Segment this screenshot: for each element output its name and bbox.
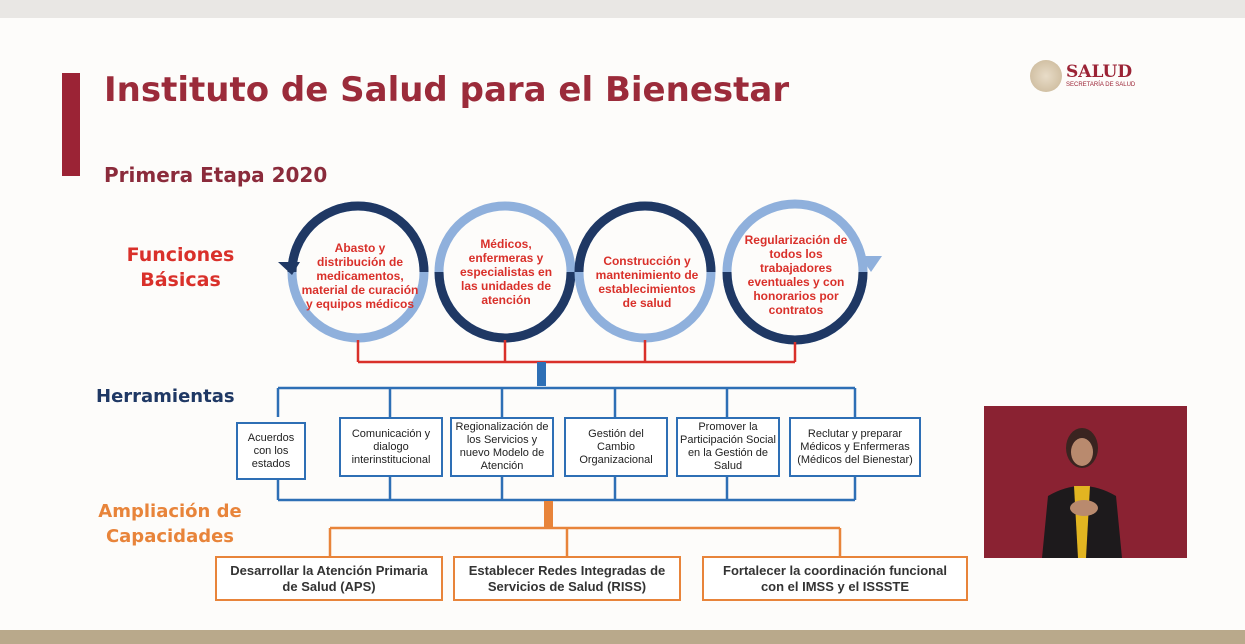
page-title: Instituto de Salud para el Bienestar: [104, 70, 790, 110]
herramienta-participacion: Promover la Participación Social en la G…: [676, 417, 780, 477]
capacidad-riss: Establecer Redes Integradas de Servicios…: [453, 556, 681, 601]
cycle-arc: [722, 271, 868, 345]
page-subtitle: Primera Etapa 2020: [104, 163, 328, 187]
herramienta-comunicacion: Comunicación y dialogo interinstituciona…: [339, 417, 443, 477]
section-label-ampliacion: Ampliación de Capacidades: [98, 501, 242, 547]
section-label-funciones: Funciones Básicas: [126, 244, 235, 291]
capacidad-imss: Fortalecer la coordinación funcional con…: [702, 556, 968, 601]
herramienta-regionalizacion: Regionalización de los Servicios y nuevo…: [450, 417, 554, 477]
bottom-band: [0, 630, 1245, 644]
section-label-herramientas: Herramientas: [96, 386, 235, 407]
funcion-regularizacion: Regularización de todos los trabajadores…: [744, 233, 848, 317]
sign-language-video: [984, 406, 1187, 558]
herramienta-reclutar: Reclutar y preparar Médicos y Enfermeras…: [789, 417, 921, 477]
arrow-head-icon: [278, 262, 300, 275]
arrow-head-icon: [860, 256, 882, 272]
cycle-arc: [574, 201, 716, 273]
salud-logo: SALUD SECRETARÍA DE SALUD: [1030, 60, 1135, 92]
funcion-abasto: Abasto y distribución de medicamentos, m…: [301, 241, 419, 311]
funcion-medicos: Médicos, enfermeras y especialistas en l…: [459, 237, 553, 307]
interpreter-figure: [1042, 428, 1122, 558]
seal-icon: [1030, 60, 1062, 92]
accent-bar: [62, 73, 80, 176]
cycle-arc: [434, 271, 576, 343]
herramienta-acuerdos: Acuerdos con los estados: [236, 422, 306, 480]
logo-subtext: SECRETARÍA DE SALUD: [1066, 82, 1136, 88]
cycle-arc: [287, 201, 429, 273]
capacidad-aps: Desarrollar la Atención Primaria de Salu…: [215, 556, 443, 601]
herramienta-gestion: Gestión del Cambio Organizacional: [564, 417, 668, 477]
logo-text: SALUD: [1066, 62, 1133, 82]
funcion-construccion: Construcción y mantenimiento de establec…: [595, 254, 699, 310]
